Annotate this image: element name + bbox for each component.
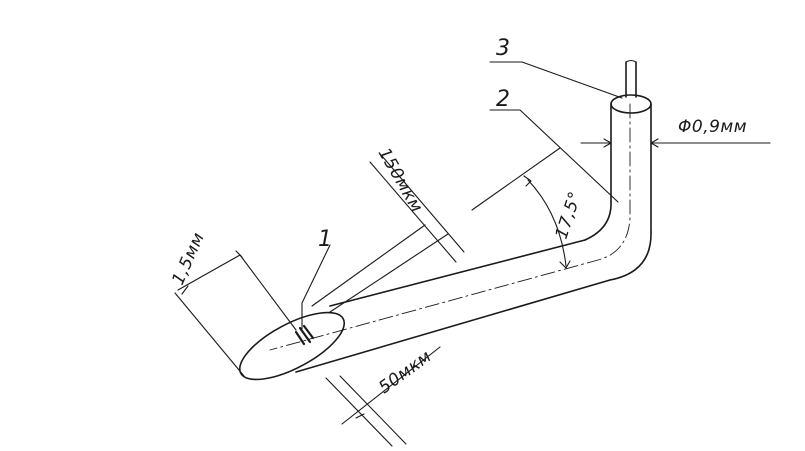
diameter-dimension	[580, 138, 771, 148]
label-angle: 17,5°	[552, 189, 586, 242]
tube-slanted	[269, 103, 631, 373]
label-diameter: Φ0,9мм	[678, 117, 747, 137]
tube-vertical	[610, 94, 652, 233]
label-part-2: 2	[496, 87, 510, 112]
dimension-1-5mm	[174, 250, 297, 377]
wire	[625, 59, 637, 98]
dimension-50um	[325, 346, 441, 447]
sensor-element	[294, 244, 331, 346]
label-part-3: 3	[496, 36, 510, 61]
angle-dimension	[471, 147, 571, 269]
label-1-5mm: 1,5мм	[168, 229, 209, 288]
tube-bend	[584, 201, 652, 281]
label-150um: 150мкм	[374, 145, 427, 217]
dimension-150um	[311, 155, 465, 313]
label-part-1: 1	[318, 227, 332, 252]
leader-lines	[489, 61, 623, 203]
label-50um: 50мкм	[375, 347, 435, 398]
tube-tip	[238, 311, 346, 381]
